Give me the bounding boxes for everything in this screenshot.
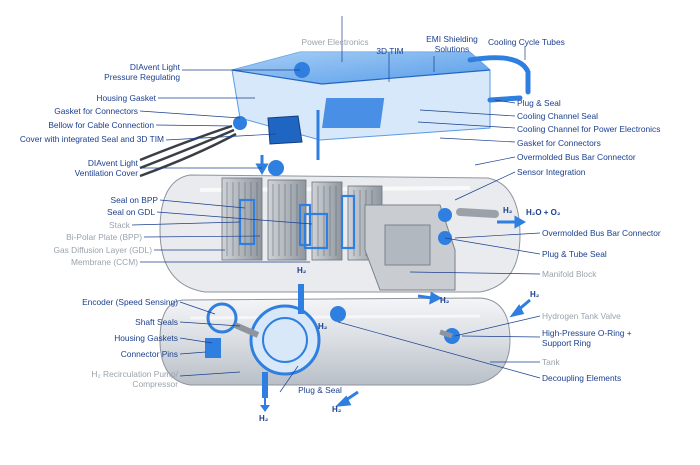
- flow-h2-manifold: H₂: [440, 296, 450, 305]
- recirculation-pump: [205, 284, 346, 412]
- flow-h2-stack-mid: H₂: [297, 266, 307, 275]
- label-seal-gdl: Seal on GDL: [107, 207, 155, 217]
- label-manifold-block: Manifold Block: [542, 269, 597, 279]
- label-housing-gasket: Housing Gasket: [96, 93, 156, 103]
- label-bellow-cable: Bellow for Cable Connection: [48, 120, 154, 130]
- label-h2-pump-1: H₂ Recirculation Pump/: [91, 369, 178, 379]
- label-plug-tube-seal: Plug & Tube Seal: [542, 249, 607, 259]
- label-encoder: Encoder (Speed Sensing): [82, 297, 178, 307]
- flow-h2-out-top: H₂: [503, 206, 513, 215]
- label-overmolded-busbar-mid: Overmolded Bus Bar Connector: [542, 228, 661, 238]
- label-cooling-channel-seal: Cooling Channel Seal: [517, 111, 599, 121]
- leader-lines: [131, 16, 541, 393]
- label-housing-gaskets: Housing Gaskets: [114, 333, 178, 343]
- flow-arrows: [255, 155, 531, 407]
- label-shaft-seals: Shaft Seals: [135, 317, 178, 327]
- label-emi-shielding-1: EMI Shielding: [426, 34, 478, 44]
- label-overmolded-busbar-top: Overmolded Bus Bar Connector: [517, 152, 636, 162]
- label-3d-tim: 3D TIM: [376, 46, 404, 56]
- label-gdl: Gas Diffusion Layer (GDL): [53, 245, 152, 255]
- label-sensor-integration: Sensor Integration: [517, 167, 586, 177]
- label-plug-seal-bottom: Plug & Seal: [298, 385, 342, 395]
- label-decoupling: Decoupling Elements: [542, 373, 622, 383]
- label-oring-2: Support Ring: [542, 338, 591, 348]
- label-diavent-pressure-2: Pressure Regulating: [104, 72, 180, 82]
- label-gasket-connectors-left: Gasket for Connectors: [54, 106, 138, 116]
- label-cooling-cycle-tubes: Cooling Cycle Tubes: [488, 37, 565, 47]
- label-oring-1: High-Pressure O-Ring +: [542, 328, 632, 338]
- label-emi-shielding-2: Solutions: [434, 44, 470, 54]
- flow-h2-tank: H₂: [530, 290, 540, 299]
- label-diavent-pressure-1: DIAvent Light: [129, 62, 180, 72]
- cooling-tubes: [467, 55, 531, 103]
- label-seal-bpp: Seal on BPP: [110, 195, 159, 205]
- label-diavent-vent-2: Ventilation Cover: [74, 168, 138, 178]
- label-tank: Tank: [542, 357, 560, 367]
- label-connector-pins: Connector Pins: [120, 349, 178, 359]
- label-h2-tank-valve: Hydrogen Tank Valve: [542, 311, 621, 321]
- flow-h2-bottom: H₂: [332, 405, 342, 414]
- flow-h2o-o2: H₂O + O₂: [526, 208, 561, 217]
- manifold-block: [364, 204, 499, 291]
- label-cover-seal-tim: Cover with integrated Seal and 3D TIM: [19, 134, 164, 144]
- power-electronics-housing: [231, 51, 491, 176]
- connector-cover: [233, 115, 303, 145]
- label-power-electronics: Power Electronics: [301, 37, 369, 47]
- flow-h2-in-pump: H₂: [318, 322, 328, 331]
- label-cooling-channel-pe: Cooling Channel for Power Electronics: [517, 124, 661, 134]
- tank-valve: [439, 328, 460, 344]
- label-membrane: Membrane (CCM): [70, 257, 138, 267]
- label-diavent-vent-1: DIAvent Light: [87, 158, 138, 168]
- label-bpp: Bi-Polar Plate (BPP): [66, 232, 142, 242]
- label-h2-pump-2: Compressor: [132, 379, 178, 389]
- label-gasket-connectors-right: Gasket for Connectors: [517, 138, 601, 148]
- label-stack: Stack: [109, 220, 130, 230]
- flow-h2-pump-out: H₂: [259, 414, 269, 423]
- cables: [139, 124, 237, 178]
- label-plug-seal-top: Plug & Seal: [517, 98, 561, 108]
